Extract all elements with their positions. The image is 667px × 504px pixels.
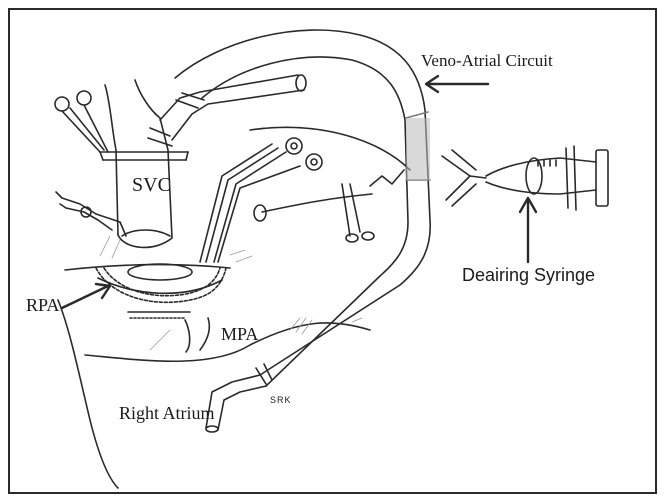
pulmonary-artery-region [65,264,230,352]
rpa-label: RPA [26,296,59,314]
heart-outline [58,300,118,488]
shunt-lines [200,138,322,262]
svc-label: SVC [132,175,171,195]
arrow-circuit [426,76,488,92]
artist-signature: SRK [270,396,292,405]
clamp-instrument [56,192,126,236]
atrial-return-tube [206,375,266,432]
svc-cannula [148,75,306,146]
arrow-rpa [62,284,110,308]
suture-pledgets [254,170,404,242]
mpa-label: MPA [221,325,258,343]
svc-ties [55,91,108,152]
deairing-syringe [442,146,608,210]
arrow-syringe [520,198,536,262]
heart-right-border [250,127,410,170]
veno-atrial-circuit-label: Veno-Atrial Circuit [421,52,553,69]
svc-vessel [100,80,188,247]
deairing-syringe-label: Deairing Syringe [462,266,595,284]
right-atrium-label: Right Atrium [119,404,215,422]
